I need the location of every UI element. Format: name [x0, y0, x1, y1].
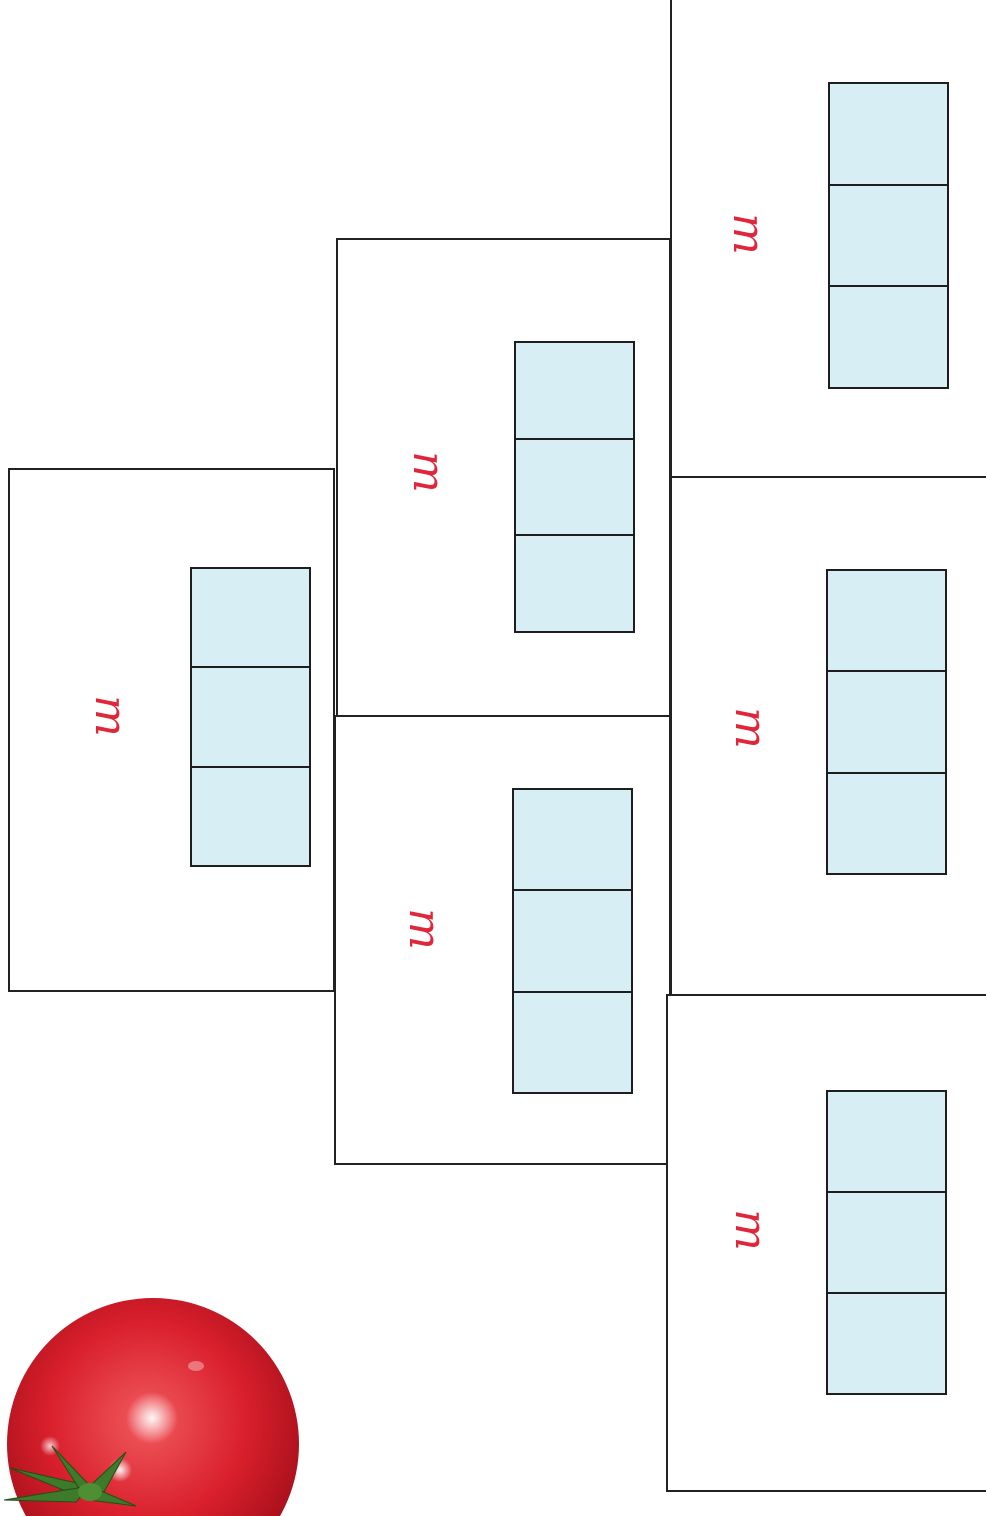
- sound-box[interactable]: [828, 1092, 945, 1191]
- sound-boxes: [514, 341, 635, 633]
- letter-card: m: [670, 0, 986, 478]
- letter-card: m: [670, 476, 986, 996]
- letter-card: m: [666, 994, 986, 1492]
- sound-box[interactable]: [514, 991, 631, 1092]
- tomato-icon: [0, 1296, 300, 1516]
- card-letter: m: [728, 707, 772, 749]
- card-letter: m: [726, 213, 770, 255]
- sound-boxes: [828, 82, 949, 389]
- sound-boxes: [826, 1090, 947, 1395]
- sound-box[interactable]: [828, 1191, 945, 1292]
- card-letter: m: [406, 451, 450, 493]
- sound-box[interactable]: [192, 666, 309, 765]
- sound-box[interactable]: [828, 571, 945, 670]
- sound-box[interactable]: [828, 772, 945, 873]
- sound-box[interactable]: [828, 1292, 945, 1393]
- card-letter: m: [88, 695, 132, 737]
- letter-card: m: [336, 238, 671, 720]
- sound-box[interactable]: [516, 438, 633, 535]
- sound-boxes: [190, 567, 311, 867]
- letter-card: m: [8, 468, 335, 992]
- sound-boxes: [512, 788, 633, 1094]
- sound-box[interactable]: [516, 343, 633, 438]
- sound-box[interactable]: [514, 889, 631, 990]
- sound-boxes: [826, 569, 947, 875]
- sound-box[interactable]: [830, 285, 947, 387]
- sound-box[interactable]: [516, 534, 633, 631]
- sound-box[interactable]: [830, 84, 947, 184]
- sound-box[interactable]: [828, 670, 945, 771]
- sound-box[interactable]: [192, 569, 309, 666]
- card-letter: m: [402, 908, 446, 950]
- letter-card: m: [334, 715, 671, 1165]
- sound-box[interactable]: [514, 790, 631, 889]
- card-letter: m: [728, 1209, 772, 1251]
- sound-box[interactable]: [830, 184, 947, 286]
- sound-box[interactable]: [192, 766, 309, 865]
